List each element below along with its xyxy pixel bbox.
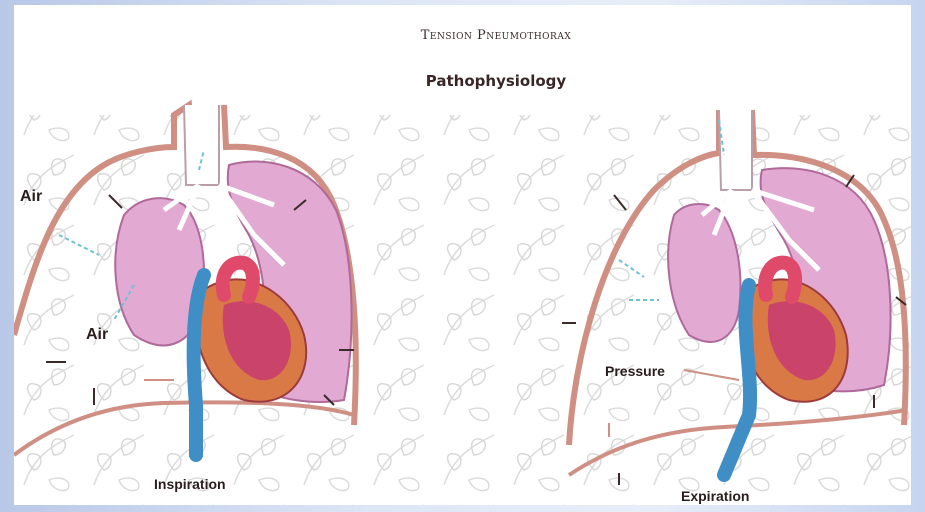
pressure-label: Pressure [605, 363, 665, 379]
air-label-upper: Air [20, 188, 42, 206]
air-label-lower: Air [86, 326, 108, 344]
expiration-caption: Expiration [681, 488, 749, 504]
diagram-subtitle: Pathophysiology [396, 72, 596, 90]
inspiration-caption: Inspiration [154, 476, 226, 492]
diagram-title: Tension Pneumothorax [366, 28, 626, 43]
illustration-panel: Tension Pneumothorax Pathophysiology Air… [14, 5, 911, 505]
